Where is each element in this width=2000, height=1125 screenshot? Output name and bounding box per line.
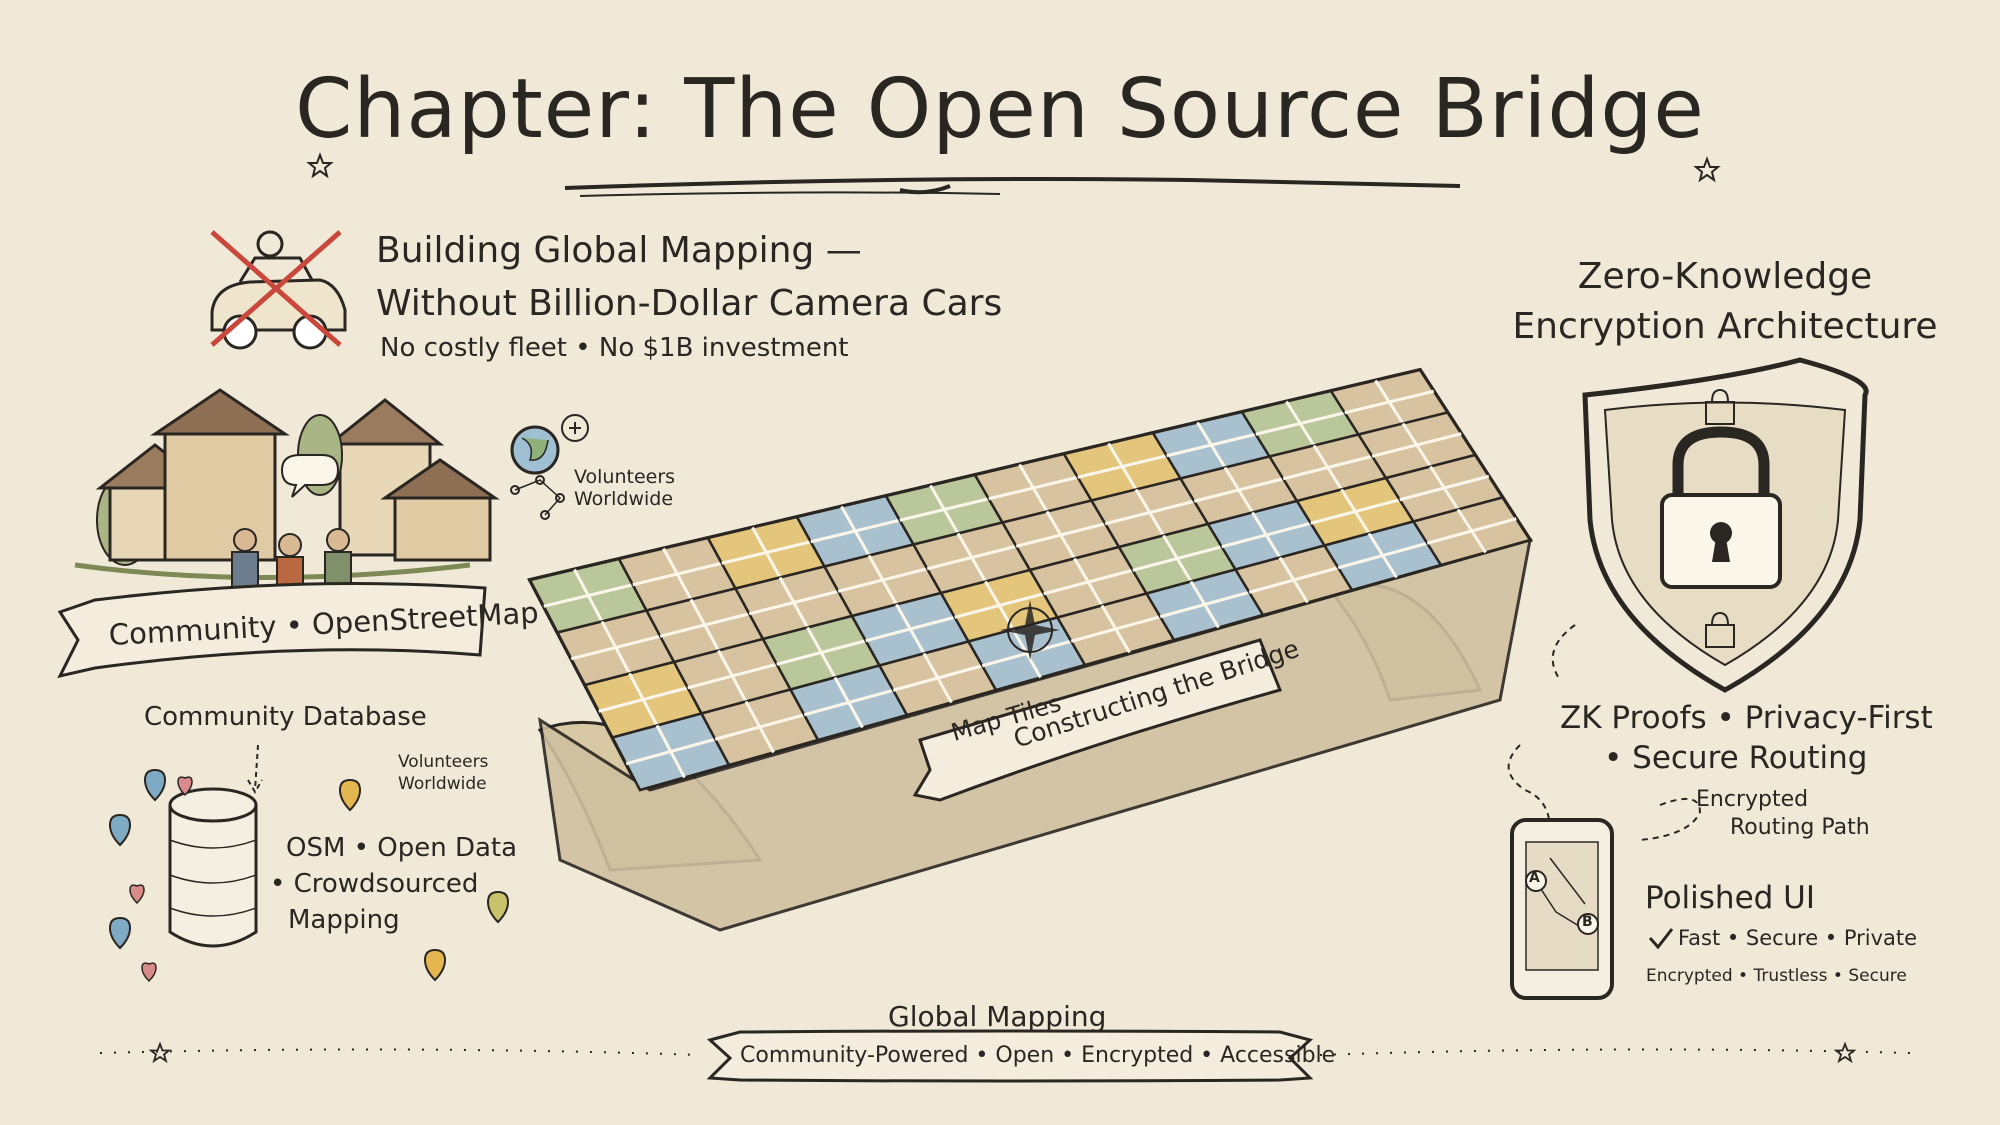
- map-tile-streets: [721, 526, 812, 579]
- map-tile-streets: [1193, 466, 1284, 514]
- map-tile-streets: [954, 580, 1045, 631]
- globe-label-2: Worldwide: [574, 488, 674, 510]
- map-tile-streets: [570, 620, 661, 675]
- map-tile-streets: [598, 672, 689, 727]
- map-tile-streets: [1399, 465, 1490, 511]
- map-pins-illustration: [108, 768, 510, 983]
- intro-line-3: No costly fleet • No $1B investment: [380, 333, 849, 363]
- map-tile-streets: [1015, 510, 1106, 560]
- map-tile-streets: [714, 700, 805, 754]
- zk-proofs-line-1: ZK Proofs • Privacy-First: [1560, 700, 1933, 736]
- encrypted-path-line-2: Routing Path: [1730, 815, 1870, 840]
- title-star-left-icon: [306, 152, 334, 179]
- map-tile-streets: [865, 603, 956, 655]
- phone-point-a: A: [1529, 870, 1540, 886]
- routing-dashed-arrows: [1507, 624, 1702, 841]
- checkmark-icon: [1648, 928, 1674, 950]
- map-tile-streets: [981, 628, 1072, 679]
- title-underline: [564, 177, 1461, 195]
- map-tile-streets: [899, 484, 990, 535]
- map-tile-streets: [687, 649, 778, 703]
- footer-star-left-icon: [148, 1041, 172, 1064]
- map-tile-streets: [1248, 556, 1339, 604]
- map-tile-streets: [803, 676, 894, 729]
- no-car-cross-icon: [210, 230, 342, 347]
- footer-vine-left: [99, 1048, 701, 1056]
- security-title-line-1: Zero-Knowledge: [1577, 256, 1873, 297]
- map-tile-streets: [1132, 534, 1223, 583]
- map-tile-streets: [632, 547, 723, 601]
- map-tile-streets: [1077, 442, 1168, 491]
- footer-tagline: Community-Powered • Open • Encrypted • A…: [740, 1043, 1336, 1068]
- community-database-label: Community Database: [144, 702, 427, 732]
- small-lock-top-icon: [1705, 388, 1735, 425]
- bridge-banner-ribbon: [912, 638, 1283, 802]
- map-tile-streets: [892, 652, 983, 704]
- map-tile-streets: [810, 505, 901, 557]
- map-tile-streets: [988, 463, 1079, 513]
- map-tile-streets: [1104, 488, 1195, 537]
- intro-line-2: Without Billion-Dollar Camera Cars: [376, 283, 1003, 324]
- map-tile-streets: [659, 598, 750, 652]
- map-tile-streets: [1310, 488, 1401, 535]
- map-tile-streets: [776, 626, 867, 679]
- polished-ui-line-2: Encrypted • Trustless • Secure: [1646, 966, 1907, 986]
- globe-icon: [510, 414, 589, 475]
- map-tile-streets: [1282, 444, 1373, 491]
- padlock-icon: [1660, 426, 1782, 589]
- map-tile-streets: [748, 576, 839, 629]
- db-label-arrow: [247, 744, 263, 794]
- security-title-line-2: Encryption Architecture: [1512, 306, 1938, 347]
- small-lock-bottom-icon: [1705, 611, 1735, 648]
- map-tile-streets: [837, 554, 928, 606]
- map-tile-streets: [1344, 379, 1435, 425]
- phone-point-b: B: [1582, 914, 1593, 930]
- intro-line-1: Building Global Mapping —: [376, 230, 862, 271]
- map-tile-streets: [1255, 400, 1346, 447]
- map-tile-streets: [1159, 580, 1250, 629]
- map-tile-streets: [543, 568, 634, 623]
- map-tile-streets: [1166, 421, 1257, 469]
- footer-banner-ribbon: [706, 1029, 1314, 1083]
- db-volunteers-label-2: Worldwide: [398, 774, 487, 794]
- compass-rose-icon: [1000, 600, 1060, 660]
- map-tile-streets: [1070, 604, 1161, 654]
- polished-ui-title: Polished UI: [1645, 880, 1816, 916]
- community-banner-ribbon: [57, 582, 487, 679]
- map-tile-streets: [1426, 508, 1517, 554]
- title-star-right-icon: [1693, 156, 1721, 183]
- map-tile-streets: [625, 724, 716, 779]
- map-tile-streets: [926, 532, 1017, 583]
- network-nodes-icon: [510, 475, 565, 520]
- database-cylinder-icon: [168, 787, 258, 948]
- map-tile-streets: [1337, 532, 1428, 579]
- footer-vine-right: [1319, 1048, 1911, 1056]
- db-volunteers-label-1: Volunteers: [398, 752, 489, 772]
- map-tiles-grid: [528, 368, 1532, 792]
- osm-line-3: Mapping: [288, 905, 400, 935]
- osm-line-1: OSM • Open Data: [286, 833, 518, 863]
- osm-line-2: • Crowdsourced: [270, 869, 479, 899]
- village-houses-illustration: [74, 388, 500, 580]
- footer-title: Global Mapping: [888, 1000, 1107, 1033]
- encrypted-path-line-1: Encrypted: [1696, 787, 1809, 812]
- map-tile-streets: [1043, 557, 1134, 607]
- polished-ui-line-1: Fast • Secure • Private: [1678, 926, 1918, 950]
- map-tile-streets: [1221, 511, 1312, 559]
- page-title: Chapter: The Open Source Bridge: [295, 62, 1705, 157]
- zk-proofs-line-2: • Secure Routing: [1604, 740, 1868, 776]
- footer-star-right-icon: [1833, 1041, 1857, 1064]
- title-underline-2: [579, 191, 1001, 197]
- globe-label-1: Volunteers: [574, 466, 676, 488]
- map-tile-streets: [1371, 422, 1462, 468]
- phone-ui-icon: [1510, 818, 1614, 1000]
